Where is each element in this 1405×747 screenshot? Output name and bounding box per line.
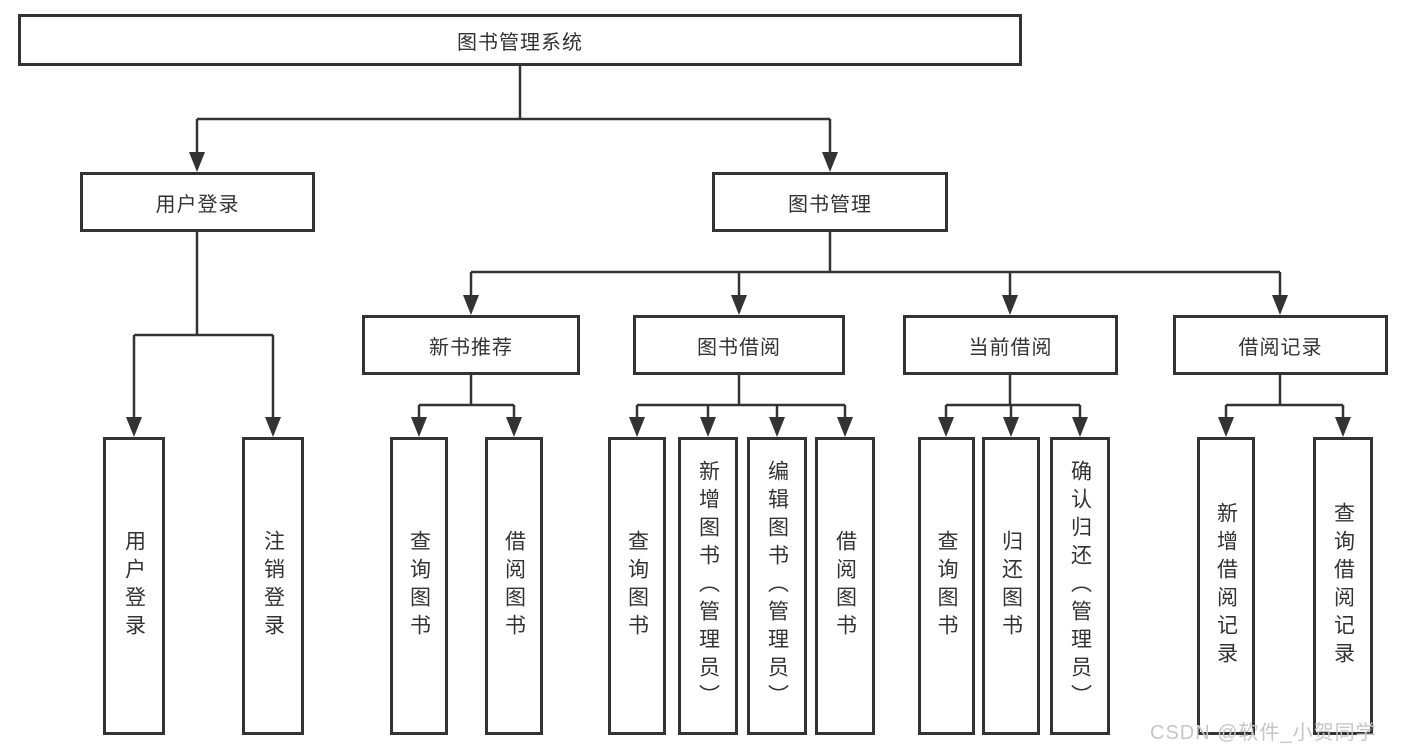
leaf-record-add-borrow-record-label: 新增借阅记录 (1214, 502, 1238, 670)
node-book-management: 图书管理 (712, 172, 948, 232)
leaf-user-login: 用户登录 (103, 437, 165, 735)
leaf-borrow-edit-books-admin-label: 编辑图书（管理员） (765, 460, 789, 712)
leaf-borrow-borrow-books: 借阅图书 (815, 437, 875, 735)
leaf-borrow-add-books-admin-label: 新增图书（管理员） (696, 460, 720, 712)
leaf-logout-label: 注销登录 (261, 530, 285, 642)
leaf-borrow-borrow-books-label: 借阅图书 (833, 530, 857, 642)
leaf-current-query-books-label: 查询图书 (935, 530, 958, 642)
leaf-current-confirm-return-admin: 确认归还（管理员） (1050, 437, 1110, 735)
leaf-recommend-borrow-books: 借阅图书 (485, 437, 543, 735)
leaf-user-login-label: 用户登录 (122, 530, 146, 642)
leaf-recommend-query-books: 查询图书 (390, 437, 448, 735)
node-current-borrow: 当前借阅 (903, 315, 1118, 375)
watermark-text: CSDN @软件_小贺同学 (1150, 722, 1377, 744)
leaf-current-confirm-return-admin-label: 确认归还（管理员） (1068, 460, 1092, 712)
leaf-current-return-books-label: 归还图书 (999, 530, 1023, 642)
leaf-recommend-query-books-label: 查询图书 (407, 530, 431, 642)
node-user-login: 用户登录 (80, 172, 315, 232)
leaf-recommend-borrow-books-label: 借阅图书 (502, 530, 526, 642)
leaf-record-query-borrow-record: 查询借阅记录 (1313, 437, 1373, 735)
leaf-current-return-books: 归还图书 (982, 437, 1040, 735)
leaf-logout: 注销登录 (242, 437, 304, 735)
leaf-record-add-borrow-record: 新增借阅记录 (1197, 437, 1255, 735)
leaf-current-query-books: 查询图书 (918, 437, 975, 735)
node-new-book-recommend: 新书推荐 (362, 315, 580, 375)
node-root: 图书管理系统 (18, 14, 1022, 66)
leaf-record-query-borrow-record-label: 查询借阅记录 (1331, 502, 1355, 670)
leaf-borrow-edit-books-admin: 编辑图书（管理员） (747, 437, 807, 735)
node-book-borrow: 图书借阅 (633, 315, 845, 375)
node-borrow-record: 借阅记录 (1173, 315, 1388, 375)
leaf-borrow-query-books: 查询图书 (608, 437, 666, 735)
leaf-borrow-add-books-admin: 新增图书（管理员） (678, 437, 738, 735)
leaf-borrow-query-books-label: 查询图书 (625, 530, 649, 642)
